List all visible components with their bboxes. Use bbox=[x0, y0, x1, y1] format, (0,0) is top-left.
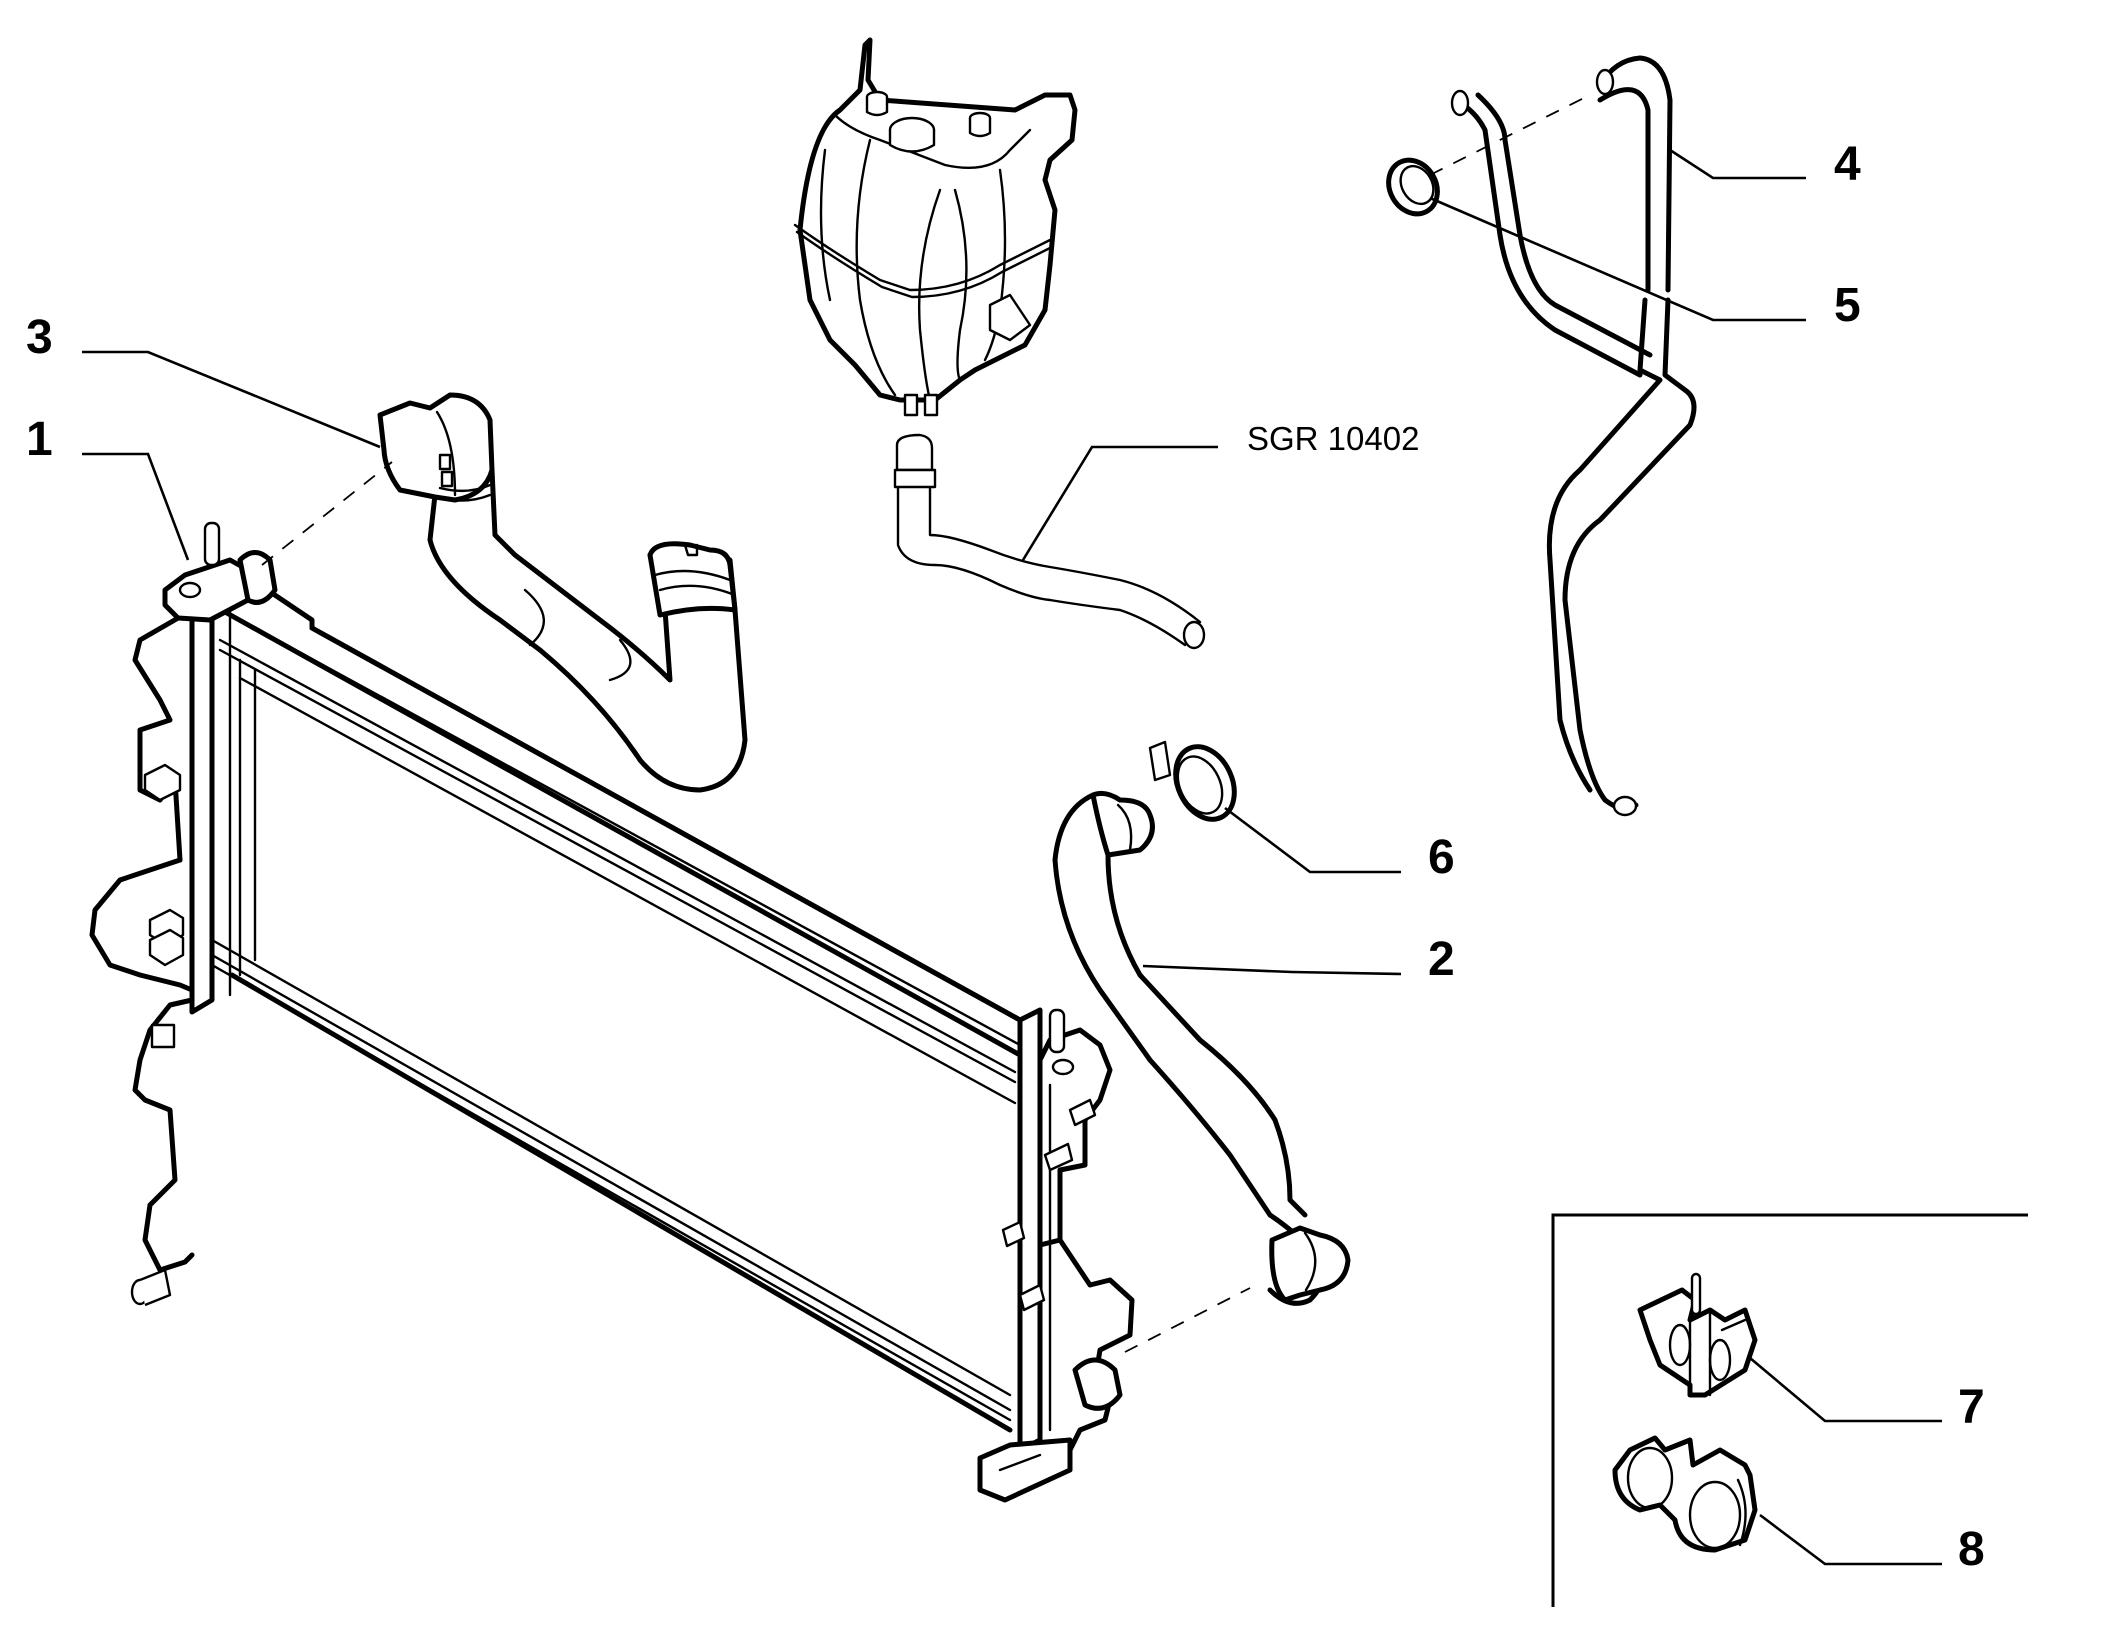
alignment-line-hose4 bbox=[1429, 94, 1591, 176]
leader-line-6 bbox=[1224, 806, 1401, 874]
leader-line-1 bbox=[82, 452, 190, 561]
double-pipe-clip[interactable] bbox=[1637, 1272, 1758, 1398]
leader-line-7 bbox=[1749, 1357, 1942, 1423]
callout-8: 8 bbox=[1958, 1523, 1985, 1576]
bleed-hose[interactable] bbox=[1450, 55, 1697, 817]
hose-clamp-small[interactable] bbox=[1379, 151, 1447, 222]
leader-line-ref bbox=[1021, 445, 1218, 561]
callout-7: 7 bbox=[1958, 1381, 1985, 1434]
callout-3: 3 bbox=[26, 311, 53, 364]
leader-line-4 bbox=[1669, 148, 1806, 180]
radiator[interactable] bbox=[89, 521, 1135, 1503]
inset-frame bbox=[1551, 1213, 2028, 1607]
callout-6: 6 bbox=[1428, 831, 1455, 884]
double-hose-clip[interactable] bbox=[1612, 1435, 1758, 1553]
leader-line-8 bbox=[1759, 1513, 1942, 1566]
callout-4: 4 bbox=[1834, 138, 1861, 191]
leader-line-2 bbox=[1142, 964, 1402, 976]
alignment-line-upper bbox=[261, 461, 393, 566]
hose-clamp-large[interactable] bbox=[1148, 737, 1246, 829]
leader-line-3 bbox=[82, 350, 381, 449]
reference-label: SGR 10402 bbox=[1247, 420, 1419, 457]
tank-outlet-hose[interactable] bbox=[893, 433, 1206, 650]
callout-5: 5 bbox=[1834, 279, 1861, 332]
lower-radiator-hose[interactable] bbox=[1052, 790, 1351, 1306]
leader-line-5 bbox=[1429, 196, 1806, 322]
upper-radiator-hose[interactable] bbox=[377, 392, 748, 793]
callout-2: 2 bbox=[1428, 933, 1455, 986]
callout-1: 1 bbox=[26, 413, 53, 466]
expansion-tank[interactable] bbox=[793, 37, 1078, 417]
alignment-line-lower bbox=[1124, 1287, 1251, 1353]
